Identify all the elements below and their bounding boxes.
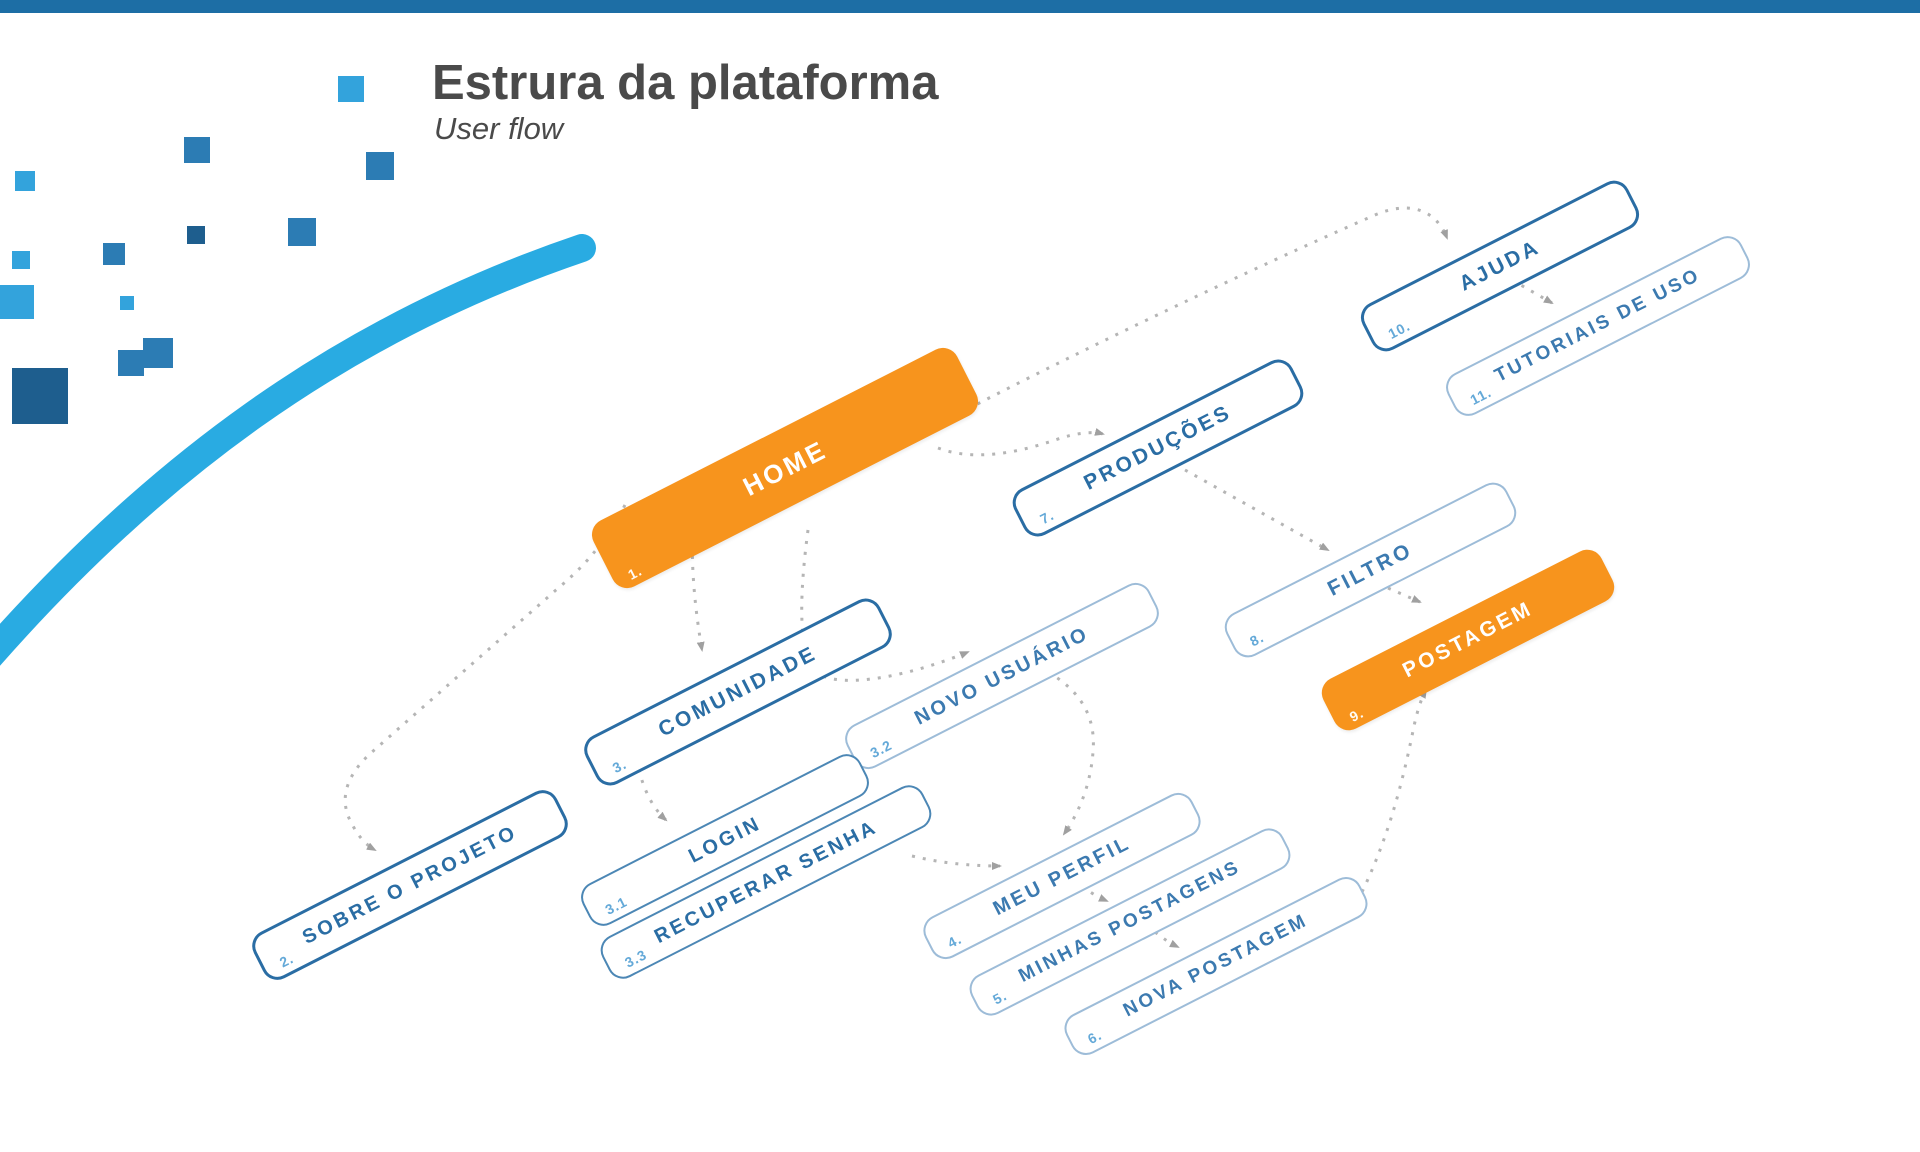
node-label: LOGIN	[684, 811, 765, 868]
node-number: 3.2	[867, 736, 895, 762]
node-number: 6.	[1085, 1026, 1105, 1047]
node-sobre-o-projeto: 2.SOBRE O PROJETO	[246, 784, 574, 986]
node-novo-usuario: 3.2 NOVO USUÁRIO	[839, 577, 1165, 775]
node-label: SOBRE O PROJETO	[298, 820, 521, 949]
node-number: 4.	[944, 930, 965, 952]
node-number: 1.	[625, 562, 645, 583]
node-number: 7.	[1037, 506, 1057, 528]
node-number: 3.1	[602, 893, 630, 918]
node-number: 10.	[1385, 317, 1413, 342]
node-number: 8.	[1246, 628, 1267, 650]
node-label: PRODUÇÕES	[1080, 400, 1236, 495]
node-number: 3.3	[622, 946, 650, 971]
node-number: 2.	[276, 950, 297, 971]
connector-minhas-to-nova-postagem	[1154, 930, 1180, 949]
node-number: 9.	[1346, 704, 1367, 725]
node-label: FILTRO	[1323, 538, 1417, 601]
connector-home-to-novo-usuario	[800, 529, 970, 682]
decor-square	[366, 152, 394, 180]
connector-home-to-ajuda	[957, 206, 1449, 416]
decor-square	[118, 350, 144, 376]
page-title: Estrura da plataforma	[432, 56, 939, 110]
decor-square	[120, 296, 134, 310]
node-home: 1. HOME	[586, 342, 984, 594]
decor-square	[184, 137, 210, 163]
node-number: 3.	[609, 755, 630, 777]
connector-nova-postagem-to-postagem	[1360, 688, 1428, 893]
top-accent-bar	[0, 0, 1920, 13]
decor-square	[187, 226, 205, 244]
title-block: Estrura da plataforma User flow	[432, 56, 939, 147]
node-label: NOVO USUÁRIO	[910, 622, 1093, 730]
page-subtitle: User flow	[434, 111, 564, 147]
node-label: COMUNIDADE	[654, 641, 821, 742]
connector-home-to-sobre-o-projeto	[343, 504, 627, 852]
decor-square	[12, 368, 68, 424]
connector-ajuda-to-tutoriais	[1511, 278, 1554, 305]
decor-square	[103, 243, 125, 265]
node-producoes: 7. PRODUÇÕES	[1007, 354, 1309, 542]
decor-square	[338, 76, 364, 102]
node-number: 11.	[1467, 383, 1495, 408]
connector-home-to-producoes	[937, 428, 1105, 457]
node-label: POSTAGEM	[1399, 596, 1537, 683]
connector-comunidade-to-login	[632, 747, 668, 822]
decor-square	[12, 251, 30, 269]
decor-square	[288, 218, 316, 246]
decor-square	[15, 171, 35, 191]
decor-square	[143, 338, 173, 368]
node-label: HOME	[737, 433, 832, 502]
node-label: AJUDA	[1455, 235, 1544, 296]
node-number: 5.	[990, 987, 1010, 1008]
decor-square	[0, 285, 34, 319]
